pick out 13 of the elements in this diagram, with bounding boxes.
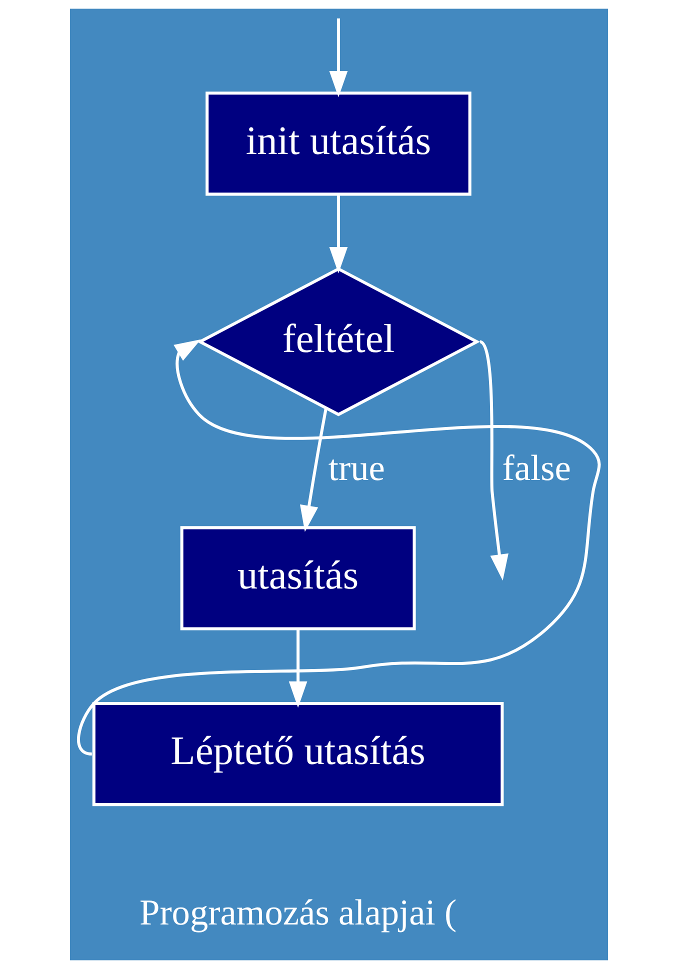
arrow (299, 408, 327, 532)
node-diamond: feltétel (196, 267, 480, 416)
arrow (328, 194, 348, 274)
edge-label: true (328, 448, 384, 488)
node-box: Léptető utasítás (92, 702, 504, 806)
arrow (76, 339, 600, 756)
arrow (328, 18, 348, 98)
arrow (478, 340, 508, 581)
label: Programozás alapjai ( (138, 892, 456, 933)
arrow (288, 629, 307, 708)
edge-label: false (502, 448, 570, 488)
node-box: init utasítás (205, 92, 471, 196)
node-box: utasítás (180, 526, 416, 630)
